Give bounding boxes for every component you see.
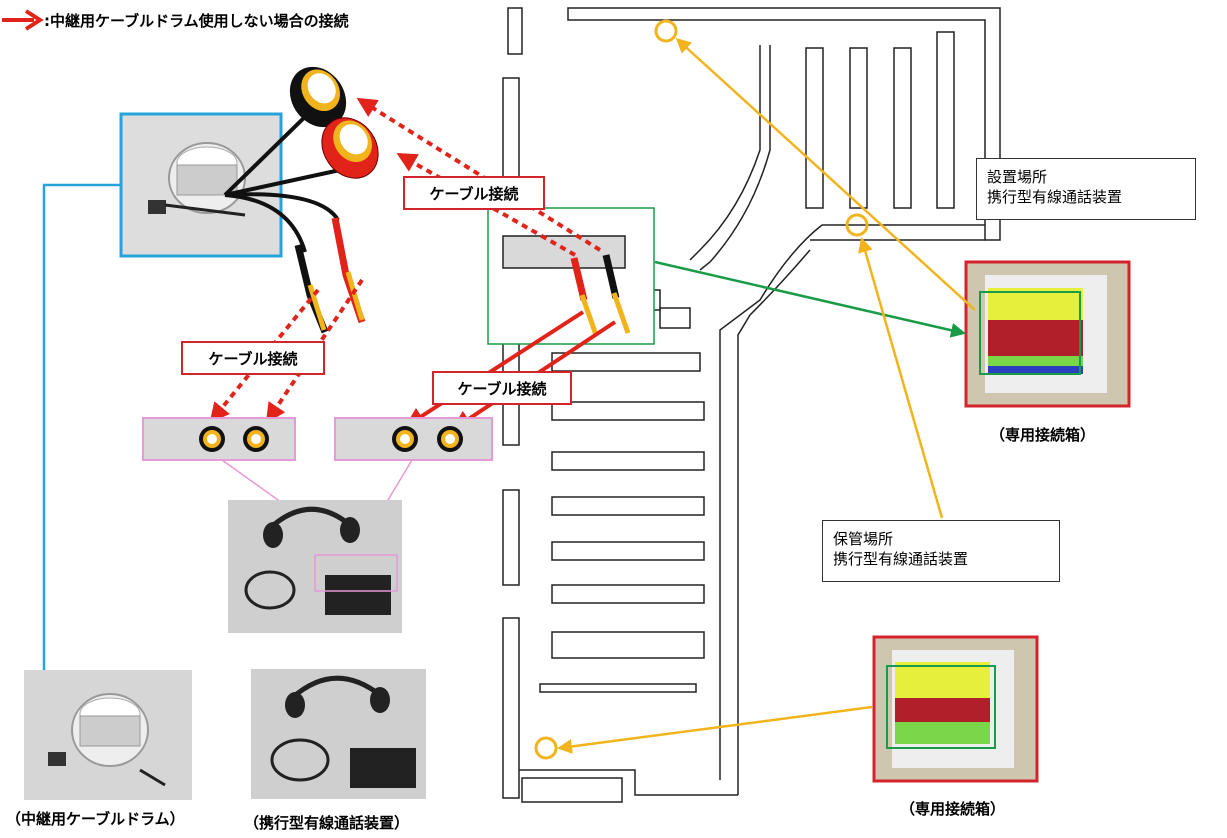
note-installation-line1: 設置場所 [987,168,1048,186]
caption-cable-drum: （中継用ケーブルドラム） [6,810,185,828]
caption-portable-device: （携行型有線通話装置） [244,814,410,832]
note-installation: 設置場所 携行型有線通話装置 [976,158,1196,220]
green-arrow [654,260,966,338]
right-arrow-icon [2,9,44,31]
yellow-arrows [557,37,976,754]
jack-box-right [334,417,493,461]
note-storage-line1: 保管場所 [833,530,894,548]
probe-pins [570,254,631,336]
cable-label-left: ケーブル接続 [181,341,325,375]
portable-device-photo-middle [228,500,402,633]
drum-link-line [42,183,121,670]
connection-box-photo-upper [964,260,1131,408]
cable-label-right: ケーブル接続 [432,371,572,405]
connection-box-photo-lower [872,635,1039,783]
note-storage: 保管場所 携行型有線通話装置 [822,520,1060,582]
location-circle-icon [534,19,869,760]
jack-box-left [142,417,296,461]
portable-device-photo [251,669,426,799]
note-storage-line2: 携行型有線通話装置 [833,550,969,568]
caption-box-lower: （専用接続箱） [900,800,1006,818]
note-installation-line2: 携行型有線通話装置 [987,188,1123,206]
cable-drum-photo [24,670,192,800]
cable-drum-photo-framed [119,112,283,258]
legend-text: :中継用ケーブルドラム使用しない場合の接続 [44,12,349,30]
cable-label-upper: ケーブル接続 [403,176,545,210]
connector-plug-icon [223,66,379,334]
caption-box-upper: （専用接続箱） [990,426,1096,444]
floor-plan-connection-box [487,207,655,345]
